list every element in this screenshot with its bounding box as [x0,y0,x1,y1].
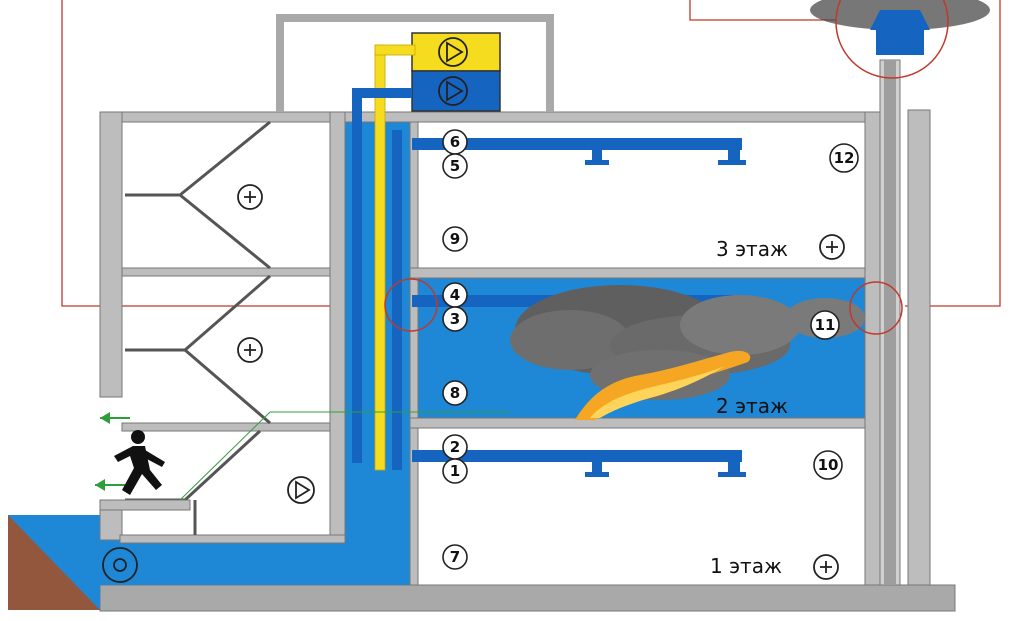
marker-label: 10 [818,456,839,474]
valve-highlight-floor2 [384,278,438,332]
marker-label: 1 [450,462,460,480]
marker-9: 9 [442,226,468,252]
marker-8: 8 [442,380,468,406]
roof-fan-room [276,14,554,112]
exit-arrows [95,411,510,501]
foundation [99,584,956,612]
marker-1: 1 [442,458,468,484]
marker-12: 12 [829,143,859,173]
fan-unit-yellow [411,32,501,72]
running-person-icon [114,430,165,495]
marker-11: 11 [810,310,840,340]
marker-label: 8 [450,384,460,402]
marker-label: 11 [815,316,836,334]
roof-exhaust-fan [810,0,990,79]
fan-icon [438,76,468,106]
plus-circle-icon [813,554,839,580]
floor-3-label: 3 этаж [716,237,788,261]
marker-label: 5 [450,157,460,175]
marker-4: 4 [442,282,468,308]
smoke-duct-yellow [374,44,416,471]
marker-5: 5 [442,153,468,179]
marker-label: 4 [450,286,460,304]
fan-icon [102,547,138,583]
marker-3: 3 [442,306,468,332]
left-arrow-icon [100,412,110,424]
numbered-markers: 6 5 9 4 3 8 2 1 7 12 11 10 [442,129,859,570]
roof-fan-highlight [835,0,949,79]
marker-label: 12 [834,149,855,167]
plus-circle-icon [237,337,263,363]
exhaust-valve-highlight [849,281,903,335]
plus-circle-icon [237,184,263,210]
plus-circle-icon [819,234,845,260]
exhaust-shaft [879,59,931,586]
marker-6: 6 [442,129,468,155]
fan-icon [438,37,468,67]
roof-fans [411,32,501,112]
pressure-icons [102,184,845,583]
left-arrow-icon [95,479,105,491]
fan-icon [287,476,315,504]
marker-label: 9 [450,230,460,248]
marker-label: 6 [450,133,460,151]
floor-2-label: 2 этаж [716,394,788,418]
marker-2: 2 [442,434,468,460]
floor-1-label: 1 этаж [710,554,782,578]
marker-label: 7 [450,548,460,566]
fire [575,350,751,420]
marker-7: 7 [442,544,468,570]
marker-10: 10 [813,450,843,480]
marker-label: 3 [450,310,460,328]
marker-label: 2 [450,438,460,456]
